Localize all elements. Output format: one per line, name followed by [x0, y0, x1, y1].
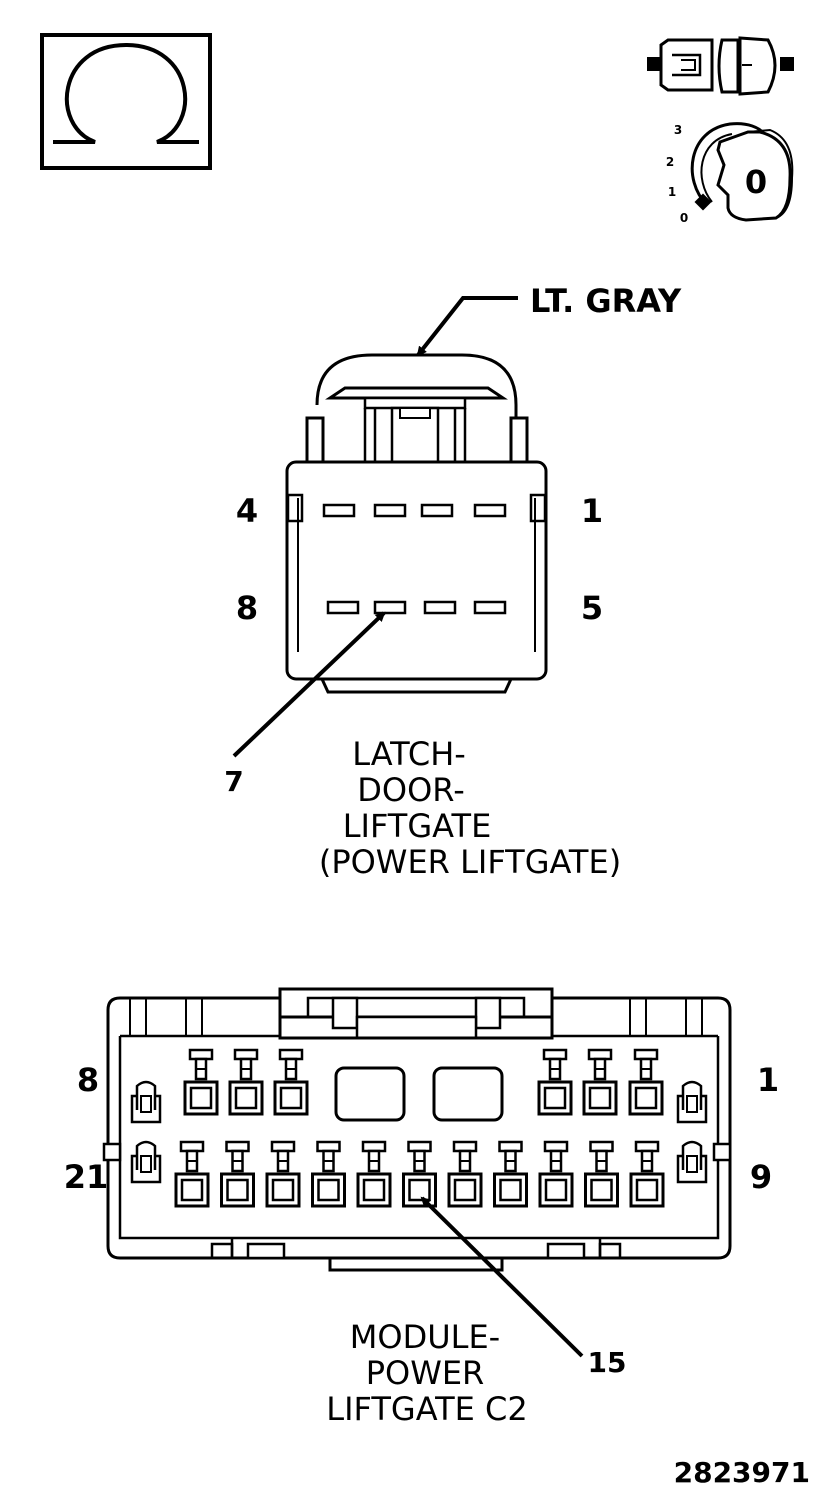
terminal-lock-clip	[130, 1080, 162, 1124]
pin-label-4: 4	[236, 492, 258, 530]
connector-latch-door-liftgate: LT. GRAY 4 1 8 5	[224, 282, 682, 881]
pin-label-8: 8	[77, 1061, 99, 1099]
terminal-cavity	[174, 1140, 210, 1208]
terminal-cavity	[447, 1140, 483, 1208]
terminal-cavity	[326, 600, 360, 615]
connector-name-line-3: LIFTGATE	[343, 807, 492, 845]
pin-label-1: 1	[757, 1061, 779, 1099]
terminal-cavity	[265, 1140, 301, 1208]
color-label: LT. GRAY	[530, 282, 682, 320]
pin-label-8: 8	[236, 589, 258, 627]
terminal-array	[174, 1048, 665, 1208]
callout-pin-15: 15	[588, 1346, 627, 1379]
terminal-cavity	[183, 1048, 219, 1116]
terminal-cavity	[373, 600, 407, 615]
ignition-position-3: 3	[674, 123, 682, 137]
connector-name-line-2: DOOR-	[357, 771, 465, 809]
terminal-cavity	[537, 1048, 573, 1116]
callout-pin-7: 7	[224, 765, 243, 798]
terminal-cavity	[311, 1140, 346, 1208]
figure-number: 2823971	[674, 1456, 810, 1489]
connector-name-line-3: LIFTGATE C2	[326, 1390, 528, 1428]
ignition-key-off-icon: 3 2 1 0 0	[666, 122, 794, 225]
connector-module-power-liftgate-c2: 8 1 21 9 15 MODULE- POWER LIFTGATE C2	[64, 987, 779, 1428]
terminal-cavity	[493, 1140, 528, 1208]
pin-label-5: 5	[581, 589, 603, 627]
terminal-cavity	[629, 1140, 665, 1208]
terminal-cavity	[628, 1048, 664, 1116]
pin-callout-arrow	[420, 1196, 584, 1358]
terminal-cavity	[473, 503, 507, 518]
connector-name-line-4: (POWER LIFTGATE)	[319, 843, 621, 881]
terminal-cavity	[582, 1048, 618, 1116]
terminal-cavity	[423, 600, 457, 615]
terminal-cavity	[356, 1140, 392, 1208]
terminal-cavity	[228, 1048, 264, 1116]
key-position-label: 0	[745, 163, 767, 201]
ignition-position-1: 1	[668, 185, 676, 199]
terminal-lock-clip	[130, 1140, 162, 1184]
pin-label-9: 9	[750, 1158, 772, 1196]
terminal-cavity	[322, 503, 356, 518]
ignition-position-0: 0	[680, 211, 688, 225]
color-callout-arrow	[416, 296, 518, 357]
connector-name-line-2: POWER	[366, 1354, 485, 1392]
ohm-meter-icon	[40, 33, 212, 170]
connector-name-line-1: MODULE-	[350, 1318, 500, 1356]
connector-name-line-1: LATCH-	[352, 735, 466, 773]
pin-label-1: 1	[581, 492, 603, 530]
terminal-cavity	[584, 1140, 619, 1208]
terminal-lock-clip	[676, 1140, 708, 1184]
disconnected-connector-icon	[647, 36, 794, 96]
terminal-cavity	[220, 1140, 255, 1208]
terminal-cavity	[373, 503, 407, 518]
terminal-cavity	[473, 600, 507, 615]
pin-callout-arrow	[232, 611, 386, 758]
terminal-lock-clip	[676, 1080, 708, 1124]
terminal-cavity	[273, 1048, 309, 1116]
ignition-position-2: 2	[666, 155, 674, 169]
pin-label-21: 21	[64, 1158, 109, 1196]
terminal-cavity	[420, 503, 454, 518]
terminal-cavity	[402, 1140, 437, 1208]
terminal-cavity	[538, 1140, 574, 1208]
